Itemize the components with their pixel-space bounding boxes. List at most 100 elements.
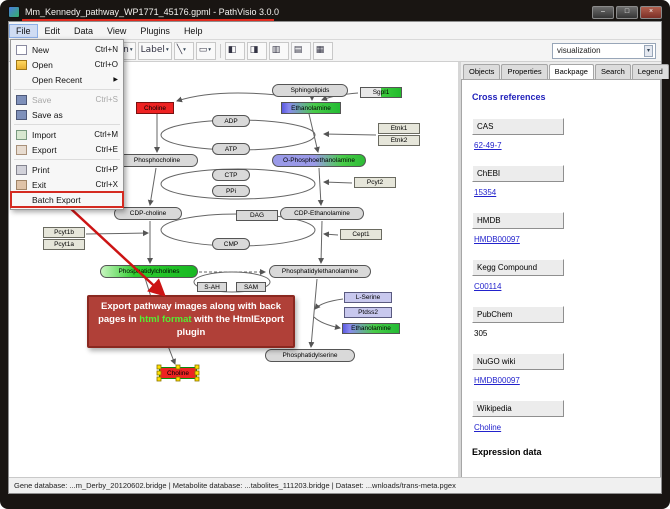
chevron-down-icon[interactable]: ▾ (643, 44, 653, 57)
pathway-node-sgpl1[interactable]: Sgpl1 (360, 87, 402, 98)
pathway-node-atp[interactable]: ATP (212, 143, 250, 155)
pathway-node-cmp[interactable]: CMP (212, 238, 250, 250)
menu-item-label: Open Recent (32, 74, 83, 85)
backpage-section-header-nugo-wiki: NuGO wiki (472, 353, 564, 370)
pathway-node-dag[interactable]: DAG (236, 210, 278, 221)
close-button[interactable]: × (640, 5, 662, 19)
menu-item-label: Export (32, 144, 57, 155)
align-vertical-center-button[interactable]: ◨ (246, 41, 267, 60)
align-horizontal-center-button[interactable]: ◧ (224, 41, 245, 60)
pathway-node-sam[interactable]: SAM (236, 282, 266, 292)
backpage-link-cas[interactable]: 62-49-7 (474, 141, 502, 150)
titlebar[interactable]: Mm_Kennedy_pathway_WP1771_45176.gpml - P… (8, 4, 662, 21)
annotation-text: Export pathway images along with back pa… (98, 301, 281, 325)
pathway-node-cdp-choline[interactable]: CDP-choline (114, 207, 182, 220)
pathway-node-ethanolamine[interactable]: Ethanolamine (342, 323, 400, 334)
pathway-node-ptdss2[interactable]: Ptdss2 (344, 307, 392, 318)
pathway-node-sphingolipids[interactable]: Sphingolipids (272, 84, 348, 97)
menubar-item-help[interactable]: Help (183, 25, 203, 36)
panel-splitter[interactable] (458, 62, 461, 478)
menu-item-label: Batch Export (32, 194, 81, 205)
menu-separator (14, 159, 120, 160)
menubar-item-data[interactable]: Data (74, 25, 94, 36)
menu-item-shortcut: Ctrl+O (94, 60, 118, 69)
pathway-node-s-ah[interactable]: S-AH (197, 282, 227, 292)
backpage-section-header-pubchem: PubChem (472, 306, 564, 323)
pathway-node-phosphatidylethanolamine[interactable]: Phosphatidylethanolamine (269, 265, 371, 278)
distribute-horizontal-button-glyph: ▥ (271, 45, 281, 55)
pathway-node-ppi[interactable]: PPi (212, 185, 250, 197)
backpage-link-nugo-wiki[interactable]: HMDB00097 (474, 376, 520, 385)
menubar: File Edit Data View Plugins Help (9, 22, 661, 40)
pathway-node-phosphatidylserine[interactable]: Phosphatidylserine (265, 349, 355, 362)
new-shape-button[interactable]: ▭▾ (195, 41, 216, 60)
tab-objects[interactable]: Objects (463, 64, 501, 79)
pathway-node-phosphatidylcholines[interactable]: Phosphatidylcholines (100, 265, 198, 278)
pathway-node-choline[interactable]: Choline (136, 102, 174, 114)
menu-item-batch-export[interactable]: Batch Export (10, 191, 124, 208)
pathway-node-o-phosphoethanolamine[interactable]: O-Phosphoethanolamine (272, 154, 366, 167)
tab-search[interactable]: Search (594, 64, 631, 79)
pathway-node-ethanolamine[interactable]: Ethanolamine (281, 102, 341, 114)
statusbar: Gene database: ...m_Derby_20120602.bridg… (9, 477, 661, 493)
pathway-node-pcyt2[interactable]: Pcyt2 (354, 177, 396, 188)
pathway-node-cdp-ethanolamine[interactable]: CDP-Ethanolamine (280, 207, 364, 220)
new-label-button-glyph: Label (140, 45, 165, 55)
menubar-item-plugins[interactable]: Plugins (140, 25, 170, 36)
new-label-button[interactable]: Label▾ (137, 41, 172, 60)
pathway-node-etnk2[interactable]: Etnk2 (378, 135, 420, 146)
menubar-item-file[interactable]: File (9, 23, 38, 38)
pathway-node-l-serine[interactable]: L-Serine (344, 292, 392, 303)
pathway-node-pcyt1b[interactable]: Pcyt1b (43, 227, 85, 238)
menu-item-label: Print (32, 164, 50, 175)
menu-item-shortcut: Ctrl+P (95, 165, 118, 174)
backpage-link-wikipedia[interactable]: Choline (474, 423, 502, 432)
pathway-node-cept1[interactable]: Cept1 (340, 229, 382, 240)
menu-item-label: Save as (32, 109, 63, 120)
backpage-link-chebi[interactable]: 15354 (474, 188, 497, 197)
backpage-link-hmdb[interactable]: HMDB00097 (474, 235, 520, 244)
tab-properties[interactable]: Properties (501, 64, 548, 79)
menu-item-open-recent[interactable]: Open Recent▶ (11, 72, 123, 87)
pathway-node-etnk1[interactable]: Etnk1 (378, 123, 420, 134)
pathway-node-choline[interactable]: Choline (159, 367, 197, 379)
new-line-button[interactable]: ╲▾ (173, 41, 194, 60)
menu-item-print[interactable]: Print Ctrl+P (11, 162, 123, 177)
window-controls: – □ × (592, 5, 662, 19)
stack-button[interactable]: ▦ (312, 41, 333, 60)
maximize-button[interactable]: □ (616, 5, 638, 19)
menu-item-shortcut: Ctrl+S (95, 95, 118, 104)
pathway-node-pcyt1a[interactable]: Pcyt1a (43, 239, 85, 250)
menubar-item-view[interactable]: View (107, 25, 127, 36)
visualization-value: visualization (557, 46, 601, 55)
title-underline-annotation (22, 19, 274, 21)
visualization-combobox[interactable]: visualization ▾ (552, 42, 656, 59)
save-icon (16, 94, 27, 105)
distribute-horizontal-button[interactable]: ▥ (268, 41, 289, 60)
pathway-node-phosphocholine[interactable]: Phosphocholine (116, 154, 198, 167)
menu-item-label: Import (32, 129, 57, 140)
distribute-vertical-button-glyph: ▤ (293, 45, 303, 55)
batch-export-icon (16, 195, 27, 205)
exit-icon (16, 179, 27, 190)
tab-backpage[interactable]: Backpage (548, 64, 594, 79)
menu-item-shortcut: Ctrl+N (95, 45, 118, 54)
pathway-node-adp[interactable]: ADP (212, 115, 250, 127)
pathway-node-ctp[interactable]: CTP (212, 169, 250, 181)
menubar-item-edit[interactable]: Edit (44, 25, 61, 36)
chevron-down-icon: ▾ (129, 47, 133, 53)
distribute-vertical-button[interactable]: ▤ (290, 41, 311, 60)
minimize-button[interactable]: – (592, 5, 614, 19)
menu-item-save-as[interactable]: Save as (11, 107, 123, 122)
cross-references-heading: Cross references (472, 92, 546, 102)
tab-legend[interactable]: Legend (631, 64, 669, 79)
backpage-link-kegg-compound[interactable]: C00114 (474, 282, 502, 291)
